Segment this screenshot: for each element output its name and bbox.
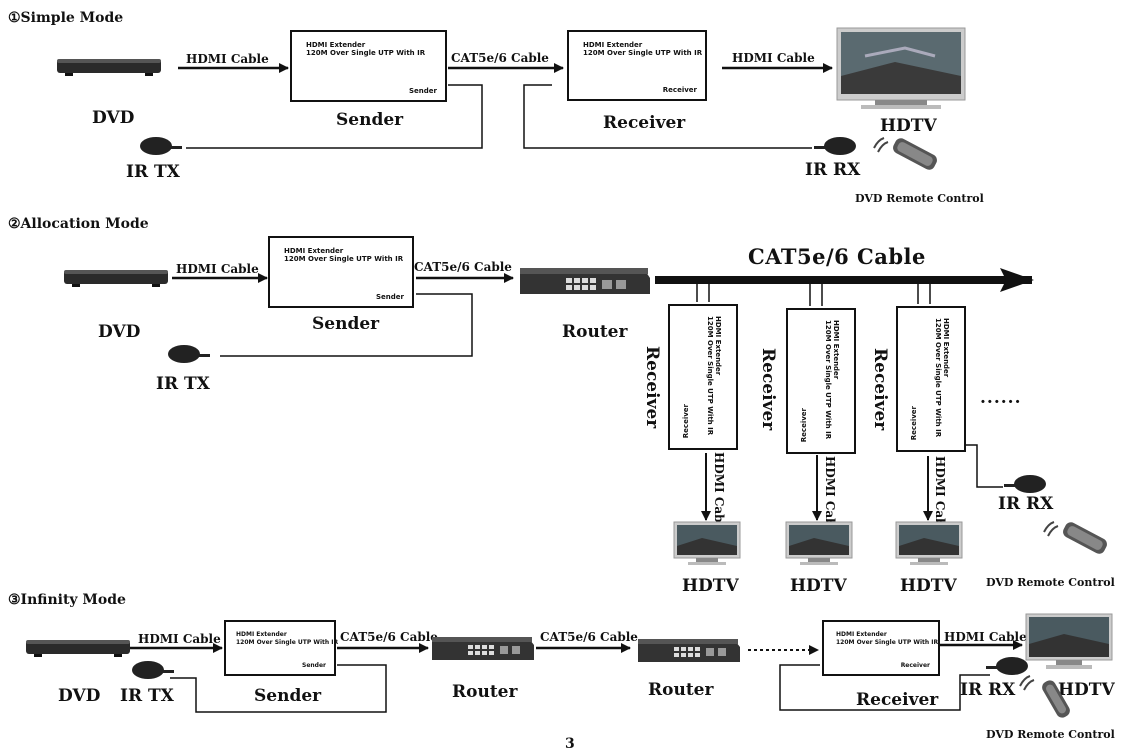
sender-box: HDMI Extender 120M Over Single UTP With … — [224, 620, 339, 676]
box-line2: 120M Over Single UTP With IR — [934, 318, 942, 438]
box-line2: 120M Over Single UTP With IR — [824, 320, 832, 440]
box-line2: 120M Over Single UTP With IR — [836, 639, 939, 646]
box-line1: HDMI Extender — [942, 318, 950, 378]
ir-receiver-icon — [986, 657, 1028, 675]
hdtv-label: HDTV — [1058, 680, 1115, 700]
hdtv-icon — [1025, 613, 1113, 669]
hdmi-cable-label: HDMI Cable — [712, 452, 726, 535]
box-tag: Receiver — [900, 662, 930, 669]
remote-label: DVD Remote Control — [986, 576, 1115, 589]
hdtv-label: HDTV — [900, 576, 957, 596]
ir-rx-label: IR RX — [998, 494, 1054, 514]
hdmi-cable-label: HDMI Cable — [823, 456, 837, 539]
dvd-player-icon — [64, 270, 168, 287]
ir-rx-label: IR RX — [805, 160, 861, 180]
receiver-box: HDMI Extender 120M Over Single UTP With … — [668, 304, 738, 450]
receiver-box: HDMI Extender 120M Over Single UTP With … — [896, 306, 966, 452]
page-number: 3 — [565, 736, 575, 752]
router-label: Router — [648, 680, 714, 700]
cat-cable-label: CAT5e/6 Cable — [414, 260, 512, 274]
receiver-box: HDMI Extender 120M Over Single UTP With … — [822, 620, 940, 676]
box-tag: Receiver — [910, 405, 918, 440]
cat-cable-bus-label: CAT5e/6 Cable — [748, 244, 926, 269]
hdmi-cable-label: HDMI Cable — [732, 51, 815, 65]
dvd-player-icon — [57, 59, 161, 76]
ir-tx-label: IR TX — [126, 162, 180, 182]
sender-label: Sender — [336, 110, 404, 130]
mode-title-allocation: ②Allocation Mode — [8, 216, 149, 232]
router-label: Router — [452, 682, 518, 702]
box-line2: 120M Over Single UTP With IR — [236, 639, 339, 646]
box-line1: HDMI Extender — [306, 41, 366, 49]
cat-cable-label: CAT5e/6 Cable — [451, 51, 549, 65]
receiver-label: Receiver — [870, 348, 890, 431]
box-line2: 120M Over Single UTP With IR — [706, 316, 714, 436]
dvd-player-icon — [26, 640, 130, 657]
ir-receiver-icon — [1004, 475, 1046, 493]
receiver-box: HDMI Extender 120M Over Single UTP With … — [567, 30, 707, 101]
sender-label: Sender — [312, 314, 380, 334]
hdtv-icon — [836, 27, 966, 109]
sender-box: HDMI Extender 120M Over Single UTP With … — [290, 30, 447, 102]
remote-control-icon — [873, 137, 937, 170]
box-tag: Receiver — [662, 86, 697, 94]
ir-tx-label: IR TX — [156, 374, 210, 394]
box-tag: Sender — [376, 293, 404, 301]
box-line2: 120M Over Single UTP With IR — [583, 49, 703, 57]
box-line1: HDMI Extender — [836, 631, 887, 638]
ir-emitter-icon — [140, 137, 182, 155]
hdmi-cable-label: HDMI Cable — [138, 632, 221, 646]
box-line2: 120M Over Single UTP With IR — [306, 49, 426, 57]
box-tag: Sender — [409, 87, 437, 95]
remote-control-icon — [1043, 521, 1107, 554]
hdtv-icon — [673, 521, 741, 565]
router-label: Router — [562, 322, 628, 342]
cat-cable-label: CAT5e/6 Cable — [540, 630, 638, 644]
box-tag: Receiver — [682, 403, 690, 438]
receiver-label: Receiver — [642, 346, 662, 429]
box-line1: HDMI Extender — [583, 41, 643, 49]
mode-title-infinity: ③Infinity Mode — [8, 592, 126, 608]
hdtv-icon — [785, 521, 853, 565]
router-icon — [638, 639, 740, 662]
hdmi-cable-label: HDMI Cable — [933, 456, 947, 539]
receiver-label: Receiver — [758, 348, 778, 431]
hdtv-label: HDTV — [682, 576, 739, 596]
cat-cable-label: CAT5e/6 Cable — [340, 630, 438, 644]
sender-box: HDMI Extender 120M Over Single UTP With … — [268, 236, 414, 308]
hdtv-icon — [895, 521, 963, 565]
ir-rx-label: IR RX — [960, 680, 1016, 700]
dvd-label: DVD — [98, 322, 141, 342]
box-tag: Sender — [302, 662, 326, 669]
hdmi-cable-label: HDMI Cable — [176, 262, 259, 276]
box-line2: 120M Over Single UTP With IR — [284, 255, 404, 263]
remote-control-icon — [1019, 675, 1070, 718]
box-line1: HDMI Extender — [236, 631, 287, 638]
hdmi-cable-label: HDMI Cable — [186, 52, 269, 66]
ir-emitter-icon — [168, 345, 210, 363]
box-line1: HDMI Extender — [714, 316, 722, 376]
box-line1: HDMI Extender — [832, 320, 840, 380]
receiver-label: Receiver — [603, 113, 686, 133]
more-receivers-ellipsis: ...... — [980, 388, 1022, 408]
ir-receiver-icon — [814, 137, 856, 155]
hdtv-label: HDTV — [790, 576, 847, 596]
hdtv-label: HDTV — [880, 116, 937, 136]
receiver-label: Receiver — [856, 690, 939, 710]
box-line1: HDMI Extender — [284, 247, 344, 255]
remote-label: DVD Remote Control — [986, 728, 1115, 741]
hdmi-cable-label: HDMI Cable — [944, 630, 1027, 644]
ir-emitter-icon — [132, 661, 174, 679]
dvd-label: DVD — [58, 686, 101, 706]
box-tag: Receiver — [800, 407, 808, 442]
router-icon — [520, 268, 650, 294]
ir-tx-label: IR TX — [120, 686, 174, 706]
dvd-label: DVD — [92, 108, 135, 128]
receiver-box: HDMI Extender 120M Over Single UTP With … — [786, 308, 856, 454]
mode-title-simple: ①Simple Mode — [8, 10, 124, 26]
sender-label: Sender — [254, 686, 322, 706]
router-icon — [432, 637, 534, 660]
remote-label: DVD Remote Control — [855, 192, 984, 205]
